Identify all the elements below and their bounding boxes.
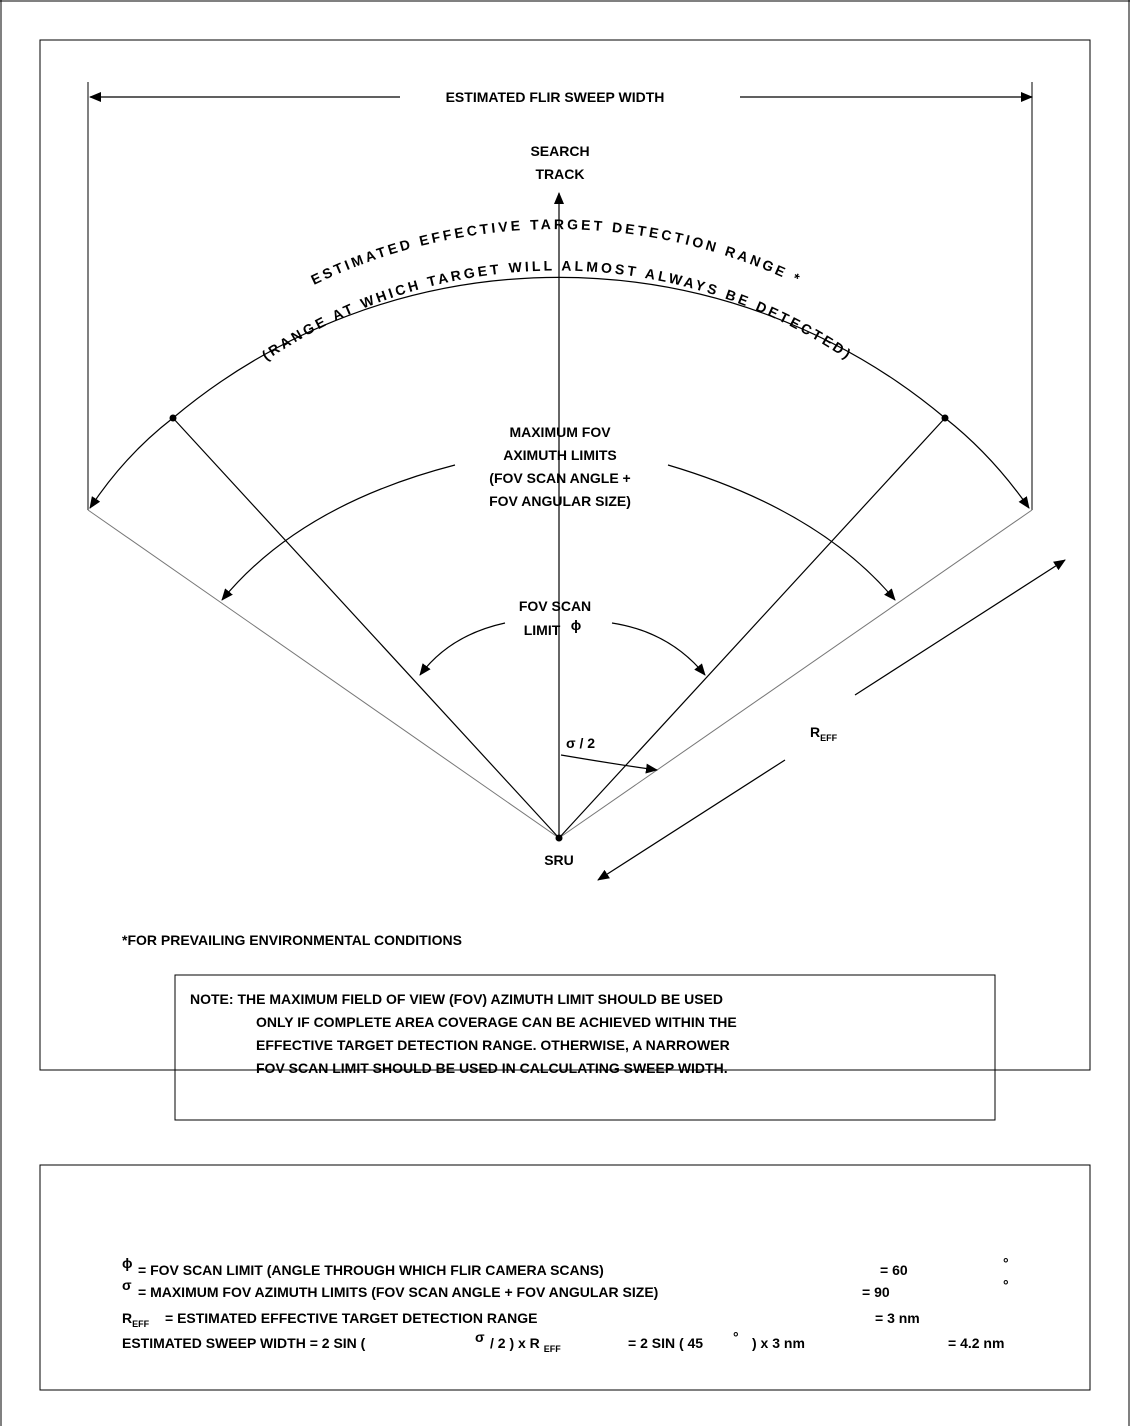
sweep-boundary-lines (87, 509, 1033, 839)
sweep-formula-prefix: ESTIMATED SWEEP WIDTH = 2 SIN ( (122, 1335, 366, 1351)
note-line-3: EFFECTIVE TARGET DETECTION RANGE. OTHERW… (256, 1037, 730, 1053)
note-box (174, 974, 996, 1121)
sigma-half-arrow (560, 754, 658, 774)
max-fov-lines (172, 417, 946, 839)
max-fov-label-4: FOV ANGULAR SIZE) (489, 493, 631, 509)
legend-reff-value: = 3 nm (875, 1310, 920, 1326)
sru-label: SRU (544, 852, 574, 868)
sweep-formula-end: ) x 3 nm (752, 1335, 805, 1351)
note-line-1: NOTE: THE MAXIMUM FIELD OF VIEW (FOV) AZ… (190, 991, 723, 1007)
sweep-width-label: ESTIMATED FLIR SWEEP WIDTH (446, 89, 665, 105)
legend-row-phi: ϕ = FOV SCAN LIMIT (ANGLE THROUGH WHICH … (122, 1255, 1009, 1278)
legend-panel (39, 1164, 1091, 1391)
diagram-panel (39, 39, 1091, 1071)
legend-sigma-text: = MAXIMUM FOV AZIMUTH LIMITS (FOV SCAN A… (138, 1284, 658, 1300)
note-text: NOTE: THE MAXIMUM FIELD OF VIEW (FOV) AZ… (190, 991, 737, 1076)
sigma-half-label: σ / 2 (566, 735, 595, 751)
legend-phi-degree: ° (1003, 1255, 1009, 1271)
legend-sigma-symbol: σ (122, 1277, 132, 1293)
legend-sigma-degree: ° (1003, 1277, 1009, 1293)
phi-symbol: ϕ (571, 617, 582, 633)
sru-point (555, 834, 563, 842)
max-fov-label-1: MAXIMUM FOV (509, 424, 611, 440)
legend-phi-text: = FOV SCAN LIMIT (ANGLE THROUGH WHICH FL… (138, 1262, 604, 1278)
arc-left-arrow (89, 417, 174, 509)
sweep-formula-degree: ° (733, 1329, 739, 1345)
sweep-formula-sigma: σ (475, 1329, 485, 1345)
legend-row-reff: REFF = ESTIMATED EFFECTIVE TARGET DETECT… (122, 1310, 920, 1329)
note-line-2: ONLY IF COMPLETE AREA COVERAGE CAN BE AC… (256, 1014, 737, 1030)
detection-range-arc (172, 276, 946, 419)
fov-scan-label-1: FOV SCAN (519, 598, 591, 614)
fov-scan-label-2: LIMIT (524, 622, 561, 638)
legend-reff-symbol: REFF (122, 1310, 150, 1329)
fov-scan-left-arrow (419, 622, 506, 676)
legend-sigma-value: = 90 (862, 1284, 890, 1300)
sweep-extent-lines (87, 82, 1033, 510)
search-track-label-1: SEARCH (530, 143, 589, 159)
search-track-label-2: TRACK (536, 166, 585, 182)
note-line-4: FOV SCAN LIMIT SHOULD BE USED IN CALCULA… (256, 1060, 728, 1076)
reff-label: REFF (810, 724, 838, 743)
footnote: *FOR PREVAILING ENVIRONMENTAL CONDITIONS (122, 932, 462, 948)
reff-arrow-upper (854, 559, 1066, 696)
max-fov-left-arrow (221, 464, 456, 601)
sweep-formula-result: = 4.2 nm (948, 1335, 1004, 1351)
arc-right-arrow (944, 417, 1030, 509)
legend-row-sweep: ESTIMATED SWEEP WIDTH = 2 SIN ( σ / 2 ) … (122, 1329, 1004, 1354)
max-fov-label-2: AXIMUTH LIMITS (503, 447, 617, 463)
reff-arrow-lower (597, 759, 786, 881)
fov-scan-right-arrow (611, 622, 706, 676)
legend-row-sigma: σ = MAXIMUM FOV AZIMUTH LIMITS (FOV SCAN… (122, 1277, 1009, 1300)
max-fov-label: MAXIMUM FOV AXIMUTH LIMITS (FOV SCAN ANG… (489, 424, 631, 509)
legend-phi-value: = 60 (880, 1262, 908, 1278)
legend-phi-symbol: ϕ (122, 1255, 133, 1271)
max-fov-right-arrow (667, 464, 896, 601)
sweep-formula-value: = 2 SIN ( 45 (628, 1335, 703, 1351)
legend-reff-text: = ESTIMATED EFFECTIVE TARGET DETECTION R… (165, 1310, 537, 1326)
max-fov-label-3: (FOV SCAN ANGLE + (489, 470, 630, 486)
